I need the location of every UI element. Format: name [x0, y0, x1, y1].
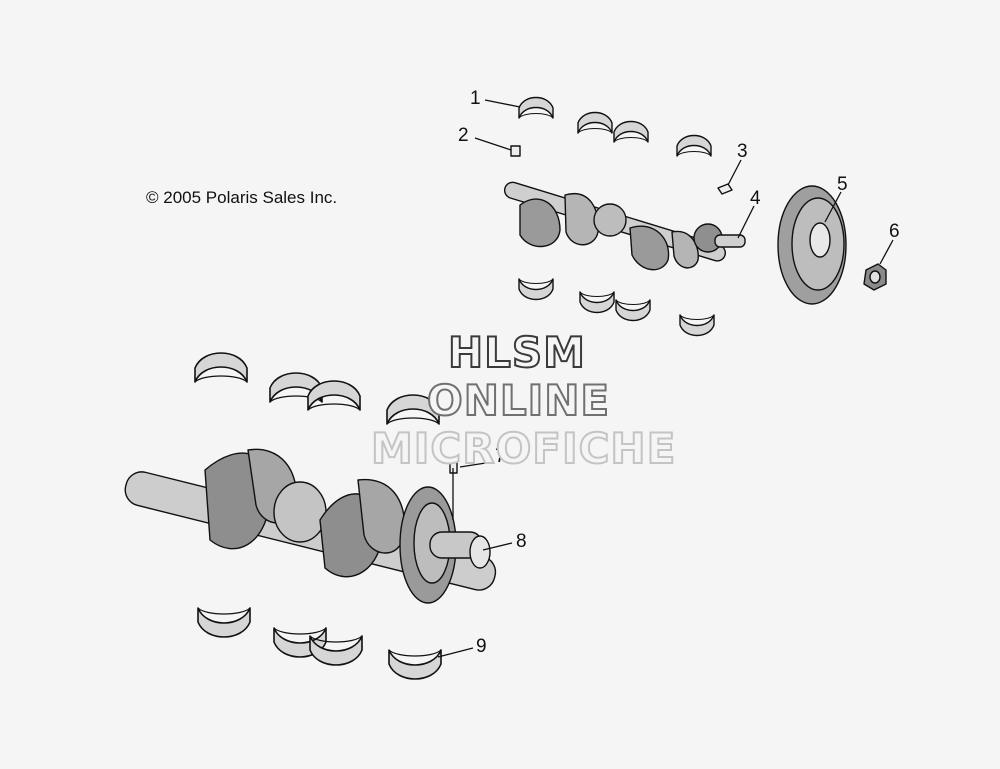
bearing-shell — [615, 299, 651, 322]
upper-bearing-shells-small — [518, 96, 712, 157]
drive-gear — [777, 185, 847, 305]
callout-8: 8 — [516, 531, 527, 552]
woodruff-key-small — [717, 183, 733, 195]
watermark-line-2: ONLINE — [426, 375, 611, 426]
callout-7: 7 — [495, 446, 506, 467]
lower-bearing-shells-large — [197, 607, 442, 680]
callout-3: 3 — [737, 141, 748, 162]
callout-1: 1 — [470, 88, 481, 109]
upper-bearing-shells-large — [194, 352, 440, 425]
callout-labels: 1 2 3 4 5 6 7 8 9 — [458, 88, 900, 657]
bearing-shell — [676, 134, 712, 157]
bearing-shell — [388, 649, 442, 680]
bearing-shell — [613, 120, 649, 143]
bearing-shell — [679, 314, 715, 337]
crankshaft-small — [503, 181, 746, 271]
callout-6: 6 — [889, 221, 900, 242]
callout-2: 2 — [458, 125, 469, 146]
crankshaft-large — [124, 448, 497, 604]
copyright-notice: © 2005 Polaris Sales Inc. — [146, 188, 338, 207]
leader-lines — [437, 99, 894, 658]
watermark-line-1: HLSM — [447, 327, 586, 378]
bearing-shell — [577, 111, 613, 134]
watermark-line-3: MICROFICHE — [370, 423, 677, 474]
dowel-pin — [510, 145, 521, 157]
bearing-shell — [197, 607, 251, 638]
callout-9: 9 — [476, 636, 487, 657]
bearing-shell — [518, 96, 554, 119]
callout-4: 4 — [750, 188, 761, 209]
bearing-shell — [518, 278, 554, 301]
bearing-shell — [579, 291, 615, 314]
nut — [863, 263, 887, 291]
callout-5: 5 — [837, 174, 848, 195]
bearing-shell — [309, 635, 363, 666]
bearing-shell — [194, 352, 248, 383]
